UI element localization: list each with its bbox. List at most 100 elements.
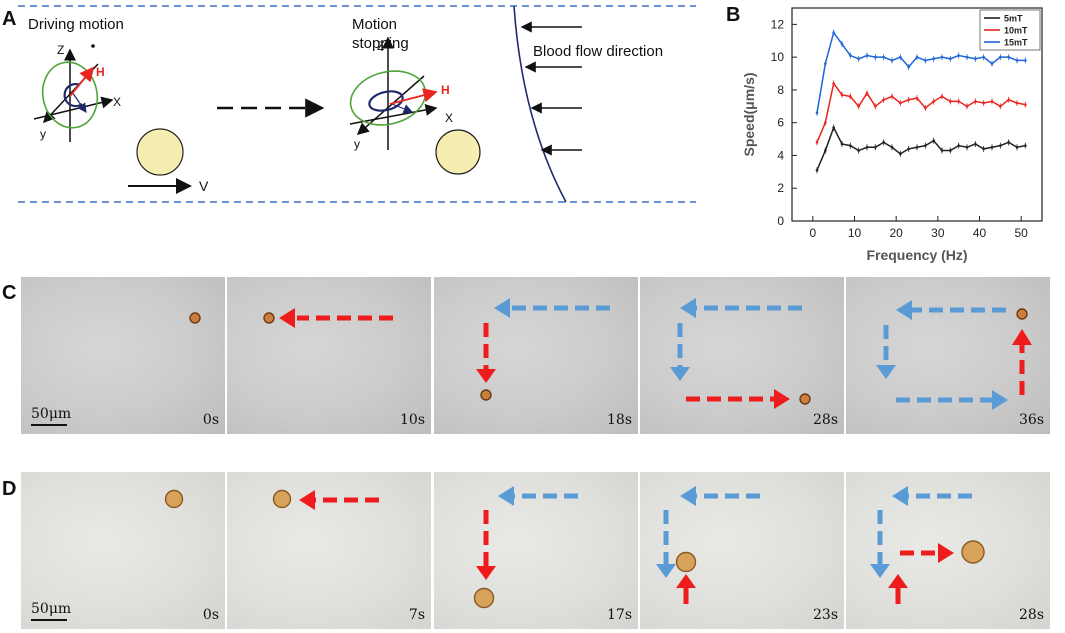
data-point bbox=[874, 105, 877, 108]
data-point bbox=[990, 100, 994, 103]
y-tick-label: 2 bbox=[777, 181, 784, 195]
x-axis-label: Frequency (Hz) bbox=[866, 247, 967, 263]
data-point bbox=[840, 142, 844, 146]
scale-bar-label: 50μm bbox=[31, 406, 72, 422]
red-left-arrow bbox=[299, 490, 379, 510]
blood-cell-1 bbox=[136, 128, 184, 176]
y-tick-label: 12 bbox=[771, 17, 785, 31]
data-point bbox=[982, 55, 985, 59]
data-point bbox=[974, 57, 977, 61]
series-line-10mT bbox=[816, 81, 1026, 143]
time-label: 36s bbox=[1019, 412, 1044, 428]
data-point bbox=[965, 145, 969, 149]
data-point bbox=[982, 101, 985, 105]
legend-label: 5mT bbox=[1004, 14, 1023, 24]
data-point bbox=[1015, 145, 1019, 149]
red-right-arrow bbox=[900, 543, 954, 563]
blue-right-arrow bbox=[896, 390, 1008, 410]
data-point bbox=[874, 145, 877, 149]
data-point bbox=[965, 55, 969, 59]
time-label: 23s bbox=[813, 607, 838, 623]
data-point bbox=[957, 144, 960, 147]
data-point bbox=[1015, 101, 1019, 105]
blue-down-arrow bbox=[670, 323, 690, 381]
x-tick-label: 40 bbox=[973, 226, 987, 240]
panel-c-frame-1: 50μm 0s bbox=[21, 277, 225, 434]
data-point bbox=[990, 62, 994, 66]
data-point bbox=[982, 147, 985, 151]
scale-bar-label: 50μm bbox=[31, 601, 72, 617]
robot-particle bbox=[189, 312, 201, 324]
data-point bbox=[924, 106, 927, 110]
time-label: 17s bbox=[607, 607, 632, 623]
red-right-arrow bbox=[686, 389, 790, 409]
red-up-arrow bbox=[676, 574, 696, 604]
time-label: 7s bbox=[408, 607, 425, 623]
blue-left-arrow bbox=[896, 300, 1006, 320]
legend-label: 15mT bbox=[1004, 38, 1028, 48]
data-point bbox=[1007, 55, 1010, 59]
panel-c-frame-2: 10s bbox=[227, 277, 431, 434]
robot-particle bbox=[799, 393, 811, 405]
field-h-label-2: H bbox=[441, 83, 450, 97]
axis-y-label-1: y bbox=[40, 127, 46, 141]
data-point bbox=[999, 55, 1002, 59]
panel-a-label: A bbox=[2, 8, 17, 30]
data-point bbox=[932, 57, 935, 61]
data-point bbox=[940, 149, 944, 152]
robot-particle bbox=[1016, 308, 1028, 320]
time-label: 0s bbox=[202, 607, 219, 623]
red-up-arrow bbox=[888, 574, 908, 604]
blue-left-arrow bbox=[494, 298, 610, 318]
panel-d-frame-1: 50μm 0s bbox=[21, 472, 225, 629]
data-point bbox=[824, 149, 827, 152]
data-point bbox=[1024, 103, 1027, 106]
y-tick-label: 8 bbox=[777, 83, 784, 97]
axis-z-label-1: Z bbox=[57, 43, 64, 57]
plot-frame bbox=[791, 7, 1043, 222]
data-point bbox=[965, 105, 969, 108]
y-tick-label: 6 bbox=[777, 116, 784, 130]
data-point bbox=[899, 55, 902, 59]
axis-z-label-2: Z bbox=[377, 39, 384, 53]
data-point bbox=[940, 95, 944, 98]
red-down-arrow bbox=[476, 323, 496, 383]
velocity-label: V bbox=[199, 178, 209, 194]
panel-d-frame-2: 7s bbox=[227, 472, 431, 629]
data-point bbox=[882, 55, 885, 59]
robot-particle bbox=[263, 312, 275, 324]
series-line-5mT bbox=[816, 125, 1026, 171]
data-point bbox=[999, 105, 1002, 108]
data-point bbox=[924, 59, 927, 62]
y-tick-label: 10 bbox=[771, 50, 785, 64]
data-point bbox=[890, 145, 894, 149]
data-point bbox=[907, 147, 910, 151]
y-tick-label: 4 bbox=[777, 148, 784, 162]
data-point bbox=[840, 42, 844, 46]
data-point bbox=[974, 100, 977, 103]
time-label: 18s bbox=[607, 412, 632, 428]
blue-down-arrow bbox=[870, 510, 890, 578]
vessel-wall-curve bbox=[513, 5, 567, 203]
scale-bar bbox=[31, 619, 67, 621]
blue-left-arrow bbox=[892, 486, 972, 506]
panel-c-frame-5: 36s bbox=[846, 277, 1050, 434]
data-point bbox=[1024, 59, 1027, 62]
panel-d-frame-4: 23s bbox=[640, 472, 844, 629]
data-point bbox=[857, 105, 860, 108]
data-point bbox=[949, 149, 952, 152]
data-point bbox=[915, 96, 919, 100]
y-axis-label: Speed(μm/s) bbox=[741, 72, 757, 156]
robot-particle-large bbox=[272, 489, 292, 509]
x-tick-label: 0 bbox=[809, 226, 816, 240]
robot-particle-large bbox=[675, 551, 697, 573]
blood-flow-direction-title: Blood flow direction bbox=[533, 43, 664, 60]
motion-stopping-title-line1: Motion bbox=[352, 16, 398, 33]
data-point bbox=[840, 93, 844, 97]
data-point bbox=[940, 55, 944, 59]
data-point bbox=[874, 55, 877, 59]
time-label: 0s bbox=[202, 412, 219, 428]
blue-left-arrow bbox=[680, 486, 760, 506]
data-point bbox=[849, 144, 852, 147]
time-label: 10s bbox=[400, 412, 425, 428]
